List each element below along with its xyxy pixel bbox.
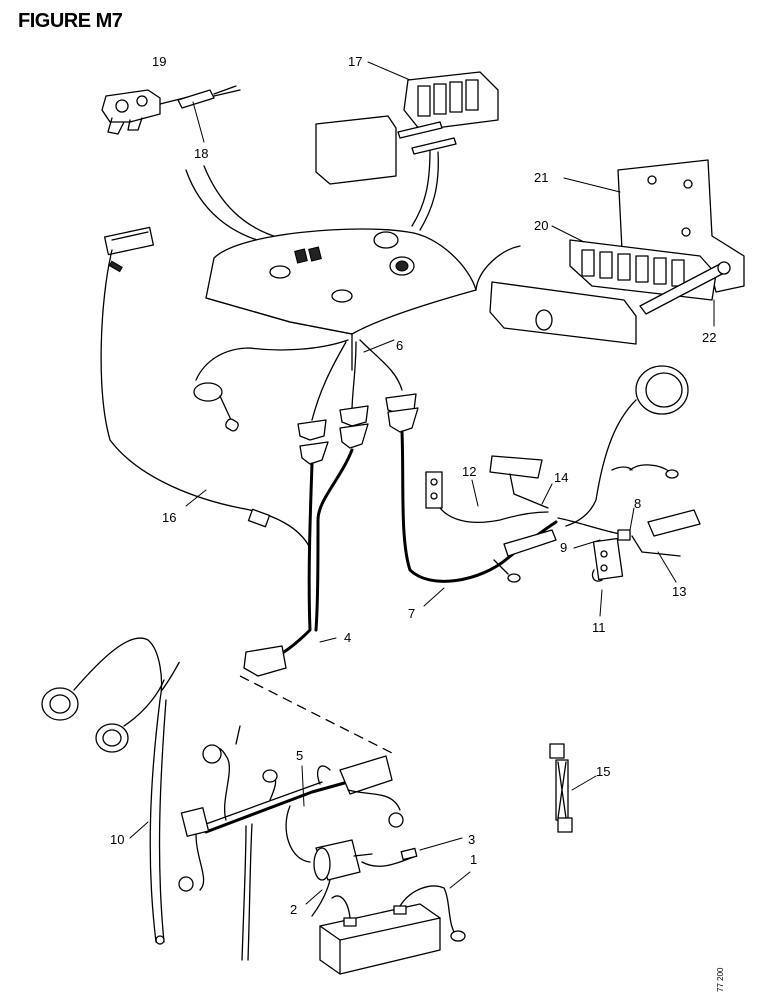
part-22-bolt: [639, 261, 731, 327]
part-4-main-harness: [243, 448, 354, 677]
callout-22: 22: [702, 330, 716, 345]
callout-8: 8: [634, 496, 641, 511]
connection-dashed-line: [239, 675, 395, 755]
callout-15: 15: [596, 764, 610, 779]
callout-6: 6: [396, 338, 403, 353]
part-3-cable: [361, 837, 463, 867]
wire: [203, 165, 281, 239]
sender-gauge: [565, 365, 689, 527]
part-12-lamp: [425, 471, 549, 523]
figure-title: FIGURE M7: [18, 10, 123, 32]
part-7-harness: [400, 430, 558, 607]
callout-16: 16: [162, 510, 176, 525]
part-18-cable: [159, 85, 241, 143]
harness-connectors: [297, 393, 419, 465]
wire: [419, 151, 439, 231]
part-8-9-connectors: [557, 507, 635, 549]
callout-17: 17: [348, 54, 362, 69]
callout-19: 19: [152, 54, 166, 69]
part-14-lamp-cover: [489, 455, 553, 509]
callout-18: 18: [194, 146, 208, 161]
cover-plate: [315, 115, 397, 185]
part-6-harness: [193, 333, 403, 432]
callout-7: 7: [408, 606, 415, 621]
part-1-battery: [319, 871, 471, 975]
callout-1: 1: [470, 852, 477, 867]
callout-20: 20: [534, 218, 548, 233]
part-5-engine-harness: [178, 725, 404, 961]
wire: [411, 149, 431, 227]
callout-11: 11: [592, 620, 606, 635]
callout-2: 2: [290, 902, 297, 917]
part-15-earth-strap: [549, 743, 597, 833]
callout-14: 14: [554, 470, 568, 485]
callout-12: 12: [462, 464, 476, 479]
part-17-switch-block: [367, 61, 499, 155]
callout-21: 21: [534, 170, 548, 185]
part-13-lamp-cover: [631, 509, 701, 583]
part-2-solenoid: [305, 839, 373, 917]
callout-10: 10: [110, 832, 124, 847]
callout-9: 9: [560, 540, 567, 555]
callout-5: 5: [296, 748, 303, 763]
callout-4: 4: [344, 630, 351, 645]
callout-3: 3: [468, 832, 475, 847]
callout-13: 13: [672, 584, 686, 599]
part-19-connector: [101, 89, 161, 135]
dashboard-panel: [205, 228, 521, 335]
lens-cover: [489, 281, 637, 345]
part-10-lamps: [41, 637, 180, 945]
part-11-lamp: [591, 537, 624, 617]
part-16-lamp-wire: [100, 226, 311, 549]
